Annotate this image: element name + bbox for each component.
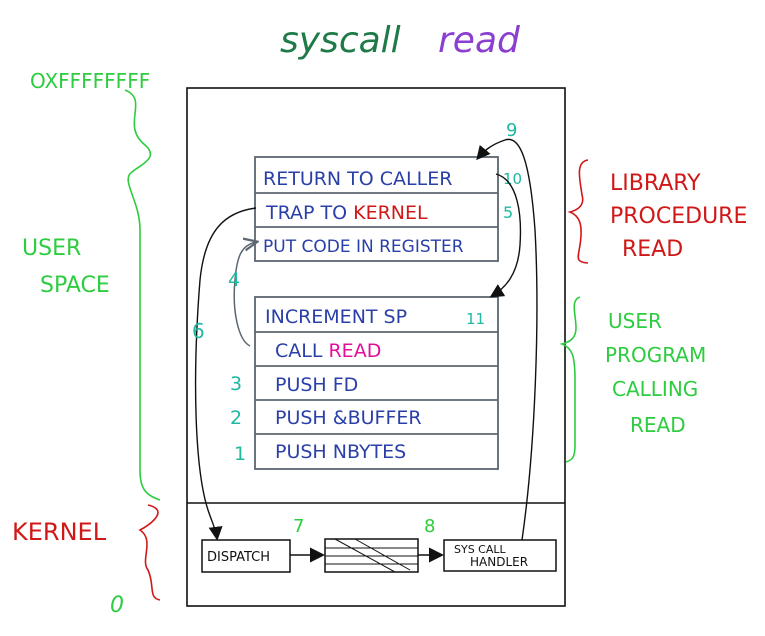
memory-box: [186, 87, 566, 607]
step-4-label: 4: [228, 269, 240, 291]
step-2-label: 2: [230, 407, 242, 429]
step-6-label: 6: [192, 319, 205, 343]
step-1-label: 1: [234, 443, 246, 465]
syscall-table: [324, 538, 419, 573]
user-space-label-line1: USER: [22, 236, 81, 261]
library-label-line3: READ: [622, 237, 683, 262]
user-program-brace: [559, 296, 581, 463]
dispatch-label: DISPATCH: [207, 550, 270, 565]
return-to-caller-row: RETURN TO CALLER: [263, 168, 452, 190]
title-syscall: syscall: [280, 20, 401, 61]
library-brace: [567, 159, 589, 264]
step-11-label: 11: [466, 310, 485, 328]
push-fd-row: PUSH FD: [275, 374, 358, 396]
address-bottom-label: 0: [110, 593, 124, 618]
library-label-line2: PROCEDURE: [610, 204, 747, 229]
step-10-label: 10: [503, 170, 522, 188]
step-8-label: 8: [424, 516, 435, 537]
step-9-arrow: [476, 138, 538, 541]
handler-label-line1: SYS CALL: [454, 543, 507, 556]
syscall-handler-box: [443, 539, 557, 572]
step-10-to-11-arrow: [489, 173, 522, 298]
step-6-arrow: [194, 207, 257, 541]
address-top-label: OXFFFFFFFF: [30, 69, 150, 93]
user-space-label-line2: SPACE: [40, 273, 110, 298]
user-program-label-line4: READ: [630, 413, 686, 437]
user-program-label-line1: USER: [608, 309, 662, 333]
push-nbytes-row: PUSH NBYTES: [275, 441, 406, 463]
step-7-label: 7: [293, 516, 304, 537]
user-program-label-line3: CALLING: [612, 377, 698, 401]
put-code-in-register-row: PUT CODE IN REGISTER: [263, 237, 464, 257]
user-program-stack: INCREMENT SP CALL READ PUSH FD PUSH &BUF…: [230, 296, 499, 470]
call-read-row: CALL READ: [275, 340, 381, 362]
user-program-label-line2: PROGRAM: [605, 343, 706, 367]
trap-to-kernel-row: TRAP TO KERNEL: [265, 202, 428, 224]
step-5-label: 5: [503, 203, 513, 222]
step-9-label: 9: [506, 120, 517, 141]
library-label-line1: LIBRARY: [610, 171, 701, 196]
step-4-arrow: [233, 242, 256, 347]
kernel-brace: [138, 504, 161, 601]
step-3-label: 3: [230, 373, 242, 395]
title-read: read: [438, 20, 521, 61]
kernel-region-label: KERNEL: [12, 518, 107, 546]
handler-label-line2: HANDLER: [470, 555, 528, 569]
dispatch-box: [201, 539, 291, 573]
user-space-brace: [124, 89, 161, 501]
increment-sp-row: INCREMENT SP: [265, 306, 407, 328]
push-buffer-row: PUSH &BUFFER: [275, 407, 422, 429]
library-procedure-stack: RETURN TO CALLER TRAP TO KERNEL PUT CODE…: [254, 156, 522, 262]
